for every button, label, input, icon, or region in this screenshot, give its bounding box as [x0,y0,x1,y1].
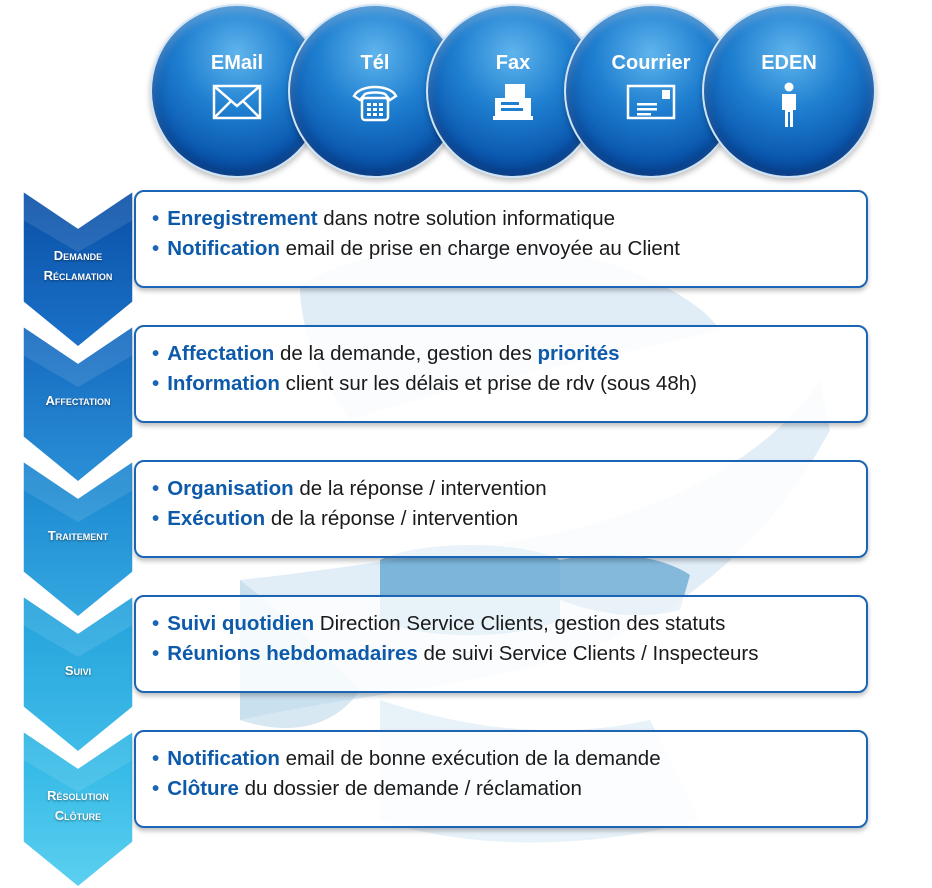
bullet-item: •Affectation de la demande, gestion des … [152,339,866,369]
step-label-line: Demande [53,248,103,263]
bullet-icon: • [152,372,160,395]
bullet-text: de la réponse / intervention [293,477,547,500]
channel-email: EMail [150,4,324,178]
bullet-item: • Exécution de la réponse / intervention [152,504,866,534]
bullet-item: • Réunions hebdomadaires de suivi Service… [152,639,866,669]
bullet-item: • Notification email de bonne exécution d… [152,744,866,774]
bullet-keyword: Organisation [167,477,294,500]
step-label-line: Clôture [54,808,102,823]
step-chevron-traitement [22,460,134,618]
bullet-keyword: Information [167,372,280,395]
bullet-text: client sur les délais et prise de rdv (s… [279,372,697,395]
channel-label: Fax [495,52,531,74]
bullet-icon: • [152,747,160,770]
step-label: Suivi [22,661,134,681]
bullet-keyword: Affectation [167,342,275,365]
bullet-item: • Enregistrement dans notre solution info… [152,204,866,234]
step-box-resolution: • Notification email de bonne exécution d… [134,730,868,828]
bullet-text: email de prise en charge envoyée au Clie… [279,237,680,260]
step-label-line: Affectation [45,393,111,408]
step-box-demande: • Enregistrement dans notre solution info… [134,190,868,288]
step-box-traitement: • Organisation de la réponse / interventi… [134,460,868,558]
bullet-keyword: Suivi quotidien [167,612,315,635]
bullet-icon: • [152,237,160,260]
bullet-keyword: Réunions hebdomadaires [167,642,418,665]
bullet-keyword: Exécution [167,507,266,530]
telephone-icon [350,82,400,129]
bullet-text: dans notre solution informatique [317,207,616,230]
channel-label: EDEN [761,52,817,74]
fax-icon [491,82,535,127]
step-chevron-affectation [22,325,134,483]
bullet-item: • Organisation de la réponse / interventi… [152,474,866,504]
step-box-suivi: • Suivi quotidien Direction Service Clien… [134,595,868,693]
bullet-keyword: Clôture [167,777,239,800]
bullet-keyword: Notification [167,747,280,770]
bullet-text: de suivi Service Clients / Inspecteurs [417,642,759,665]
bullet-item: • Clôture du dossier de demande / réclama… [152,774,866,804]
bullet-text: de la demande, gestion des [274,342,538,365]
person-icon [779,82,799,133]
bullet-text: email de bonne exécution de la demande [279,747,661,770]
channel-eden: EDEN [702,4,876,178]
channel-label: EMail [210,52,264,74]
step-label-line: Traitement [47,528,109,543]
channel-label: Courrier [611,52,691,74]
bullet-icon: • [152,507,160,530]
bullet-icon: • [152,777,160,800]
envelope-icon [211,82,263,127]
bullet-text: de la réponse / intervention [265,507,519,530]
bullet-icon: • [152,207,160,230]
bullet-icon: • [152,477,160,500]
bullet-icon: • [152,612,160,635]
step-box-affectation: •Affectation de la demande, gestion des … [134,325,868,423]
bullet-text: du dossier de demande / réclamation [238,777,582,800]
step-label-line: Réclamation [43,268,113,283]
step-chevron-demande [22,190,134,348]
step-label-line: Résolution [47,788,109,803]
step-chevron-resolution [22,730,134,888]
step-label-line: Suivi [64,663,92,678]
step-chevron-suivi [22,595,134,753]
step-label: Affectation [22,391,134,411]
channel-label: Tél [360,52,390,74]
bullet-keyword: Notification [167,237,280,260]
bullet-icon: • [152,342,160,365]
mail-letter-icon [625,82,677,127]
step-label: Traitement [22,526,134,546]
bullet-item: • Notification email de prise en charge e… [152,234,866,264]
bullet-item: • Information client sur les délais et pr… [152,369,866,399]
bullet-item: • Suivi quotidien Direction Service Clien… [152,609,866,639]
bullet-keyword: Enregistrement [167,207,318,230]
bullet-icon: • [152,642,160,665]
bullet-text: Direction Service Clients, gestion des s… [314,612,726,635]
bullet-keyword: priorités [537,342,620,365]
